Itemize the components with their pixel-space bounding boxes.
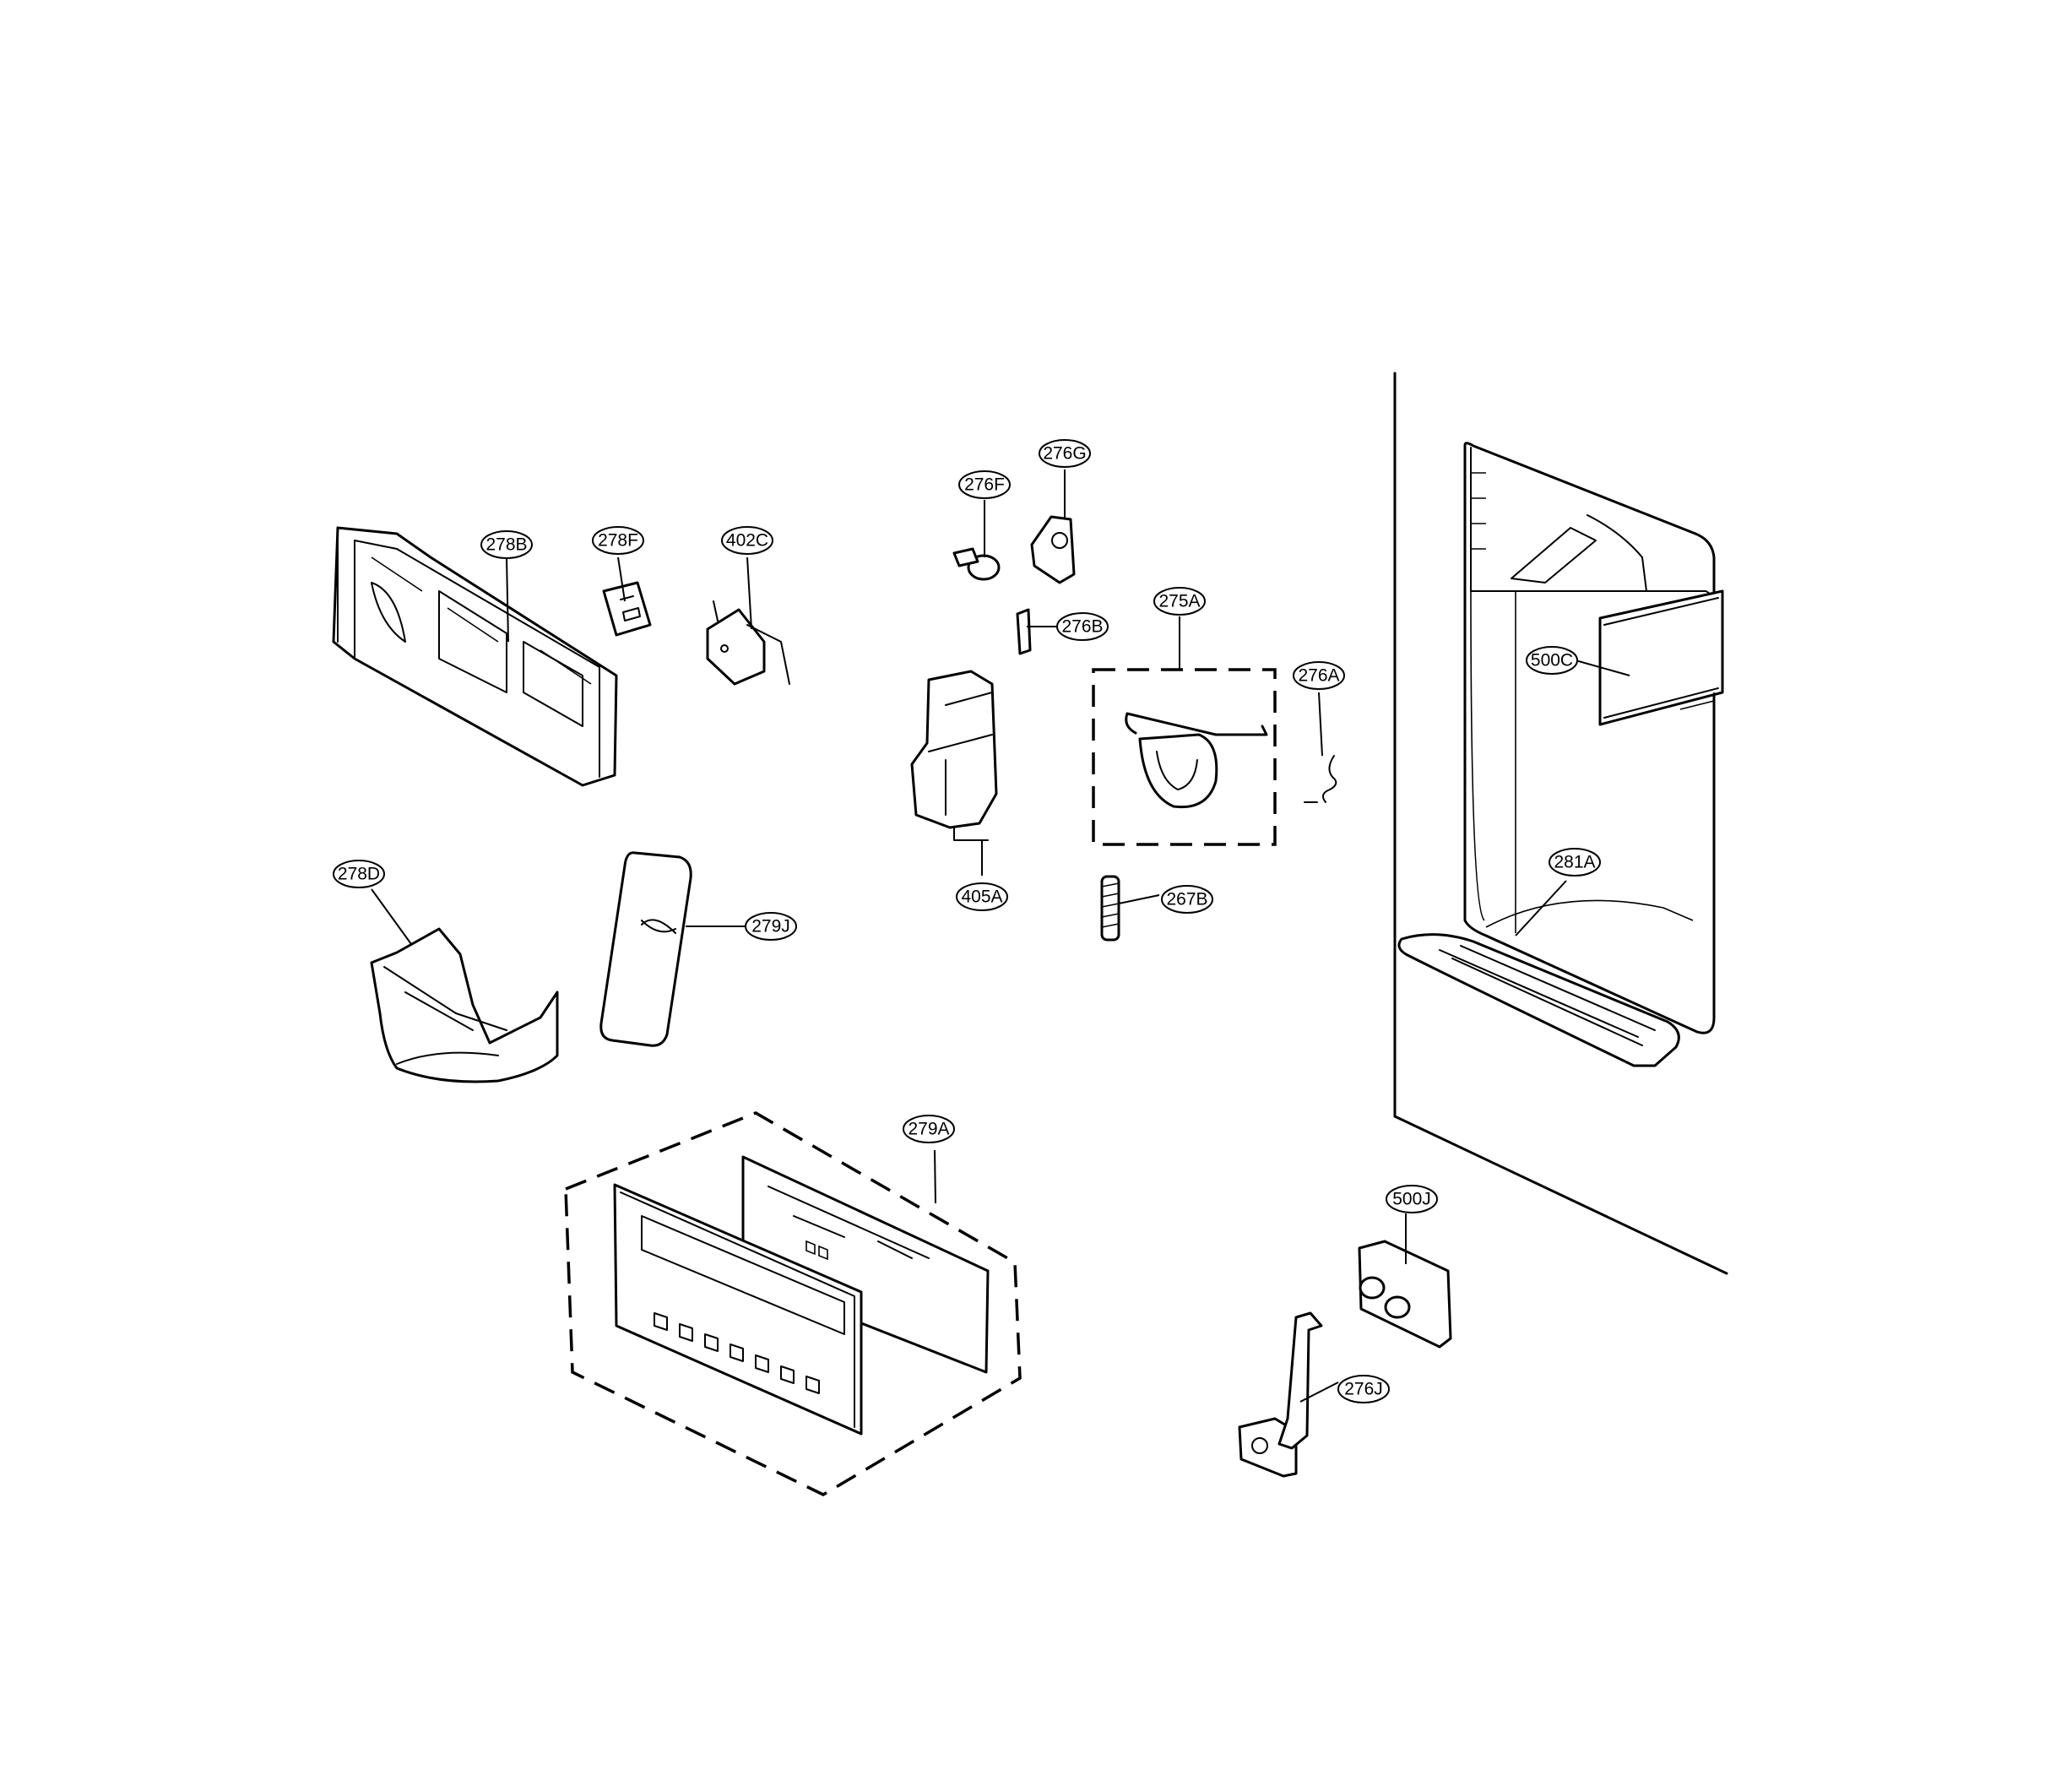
svg-text:500C: 500C — [1531, 651, 1573, 670]
svg-text:267B: 267B — [1166, 890, 1207, 909]
part-276g-bracket — [1030, 515, 1076, 584]
callout-276a: 276A — [1293, 661, 1345, 690]
callout-276b: 276B — [1056, 612, 1109, 641]
svg-text:276B: 276B — [1061, 617, 1103, 637]
svg-text:276A: 276A — [1298, 666, 1339, 686]
callout-278b: 278B — [480, 530, 533, 559]
svg-text:276G: 276G — [1043, 444, 1086, 464]
callout-500j: 500J — [1386, 1185, 1438, 1213]
callout-279a: 279A — [903, 1115, 955, 1143]
callout-279j: 279J — [745, 912, 797, 941]
callout-276f: 276F — [958, 470, 1011, 499]
svg-text:278B: 278B — [485, 535, 527, 555]
svg-text:275A: 275A — [1158, 592, 1200, 611]
callout-281a: 281A — [1549, 848, 1601, 877]
part-405a-solenoid-motor — [910, 670, 998, 841]
part-275a-flap-assembly — [1092, 668, 1277, 846]
callout-275a: 275A — [1153, 587, 1206, 616]
callout-278d: 278D — [333, 860, 385, 888]
part-279a-control-panel-assembly — [564, 1111, 1022, 1496]
part-276j-bracket-arm — [1238, 1311, 1323, 1478]
part-276b-clip — [1016, 608, 1032, 655]
svg-text:276F: 276F — [964, 475, 1005, 495]
svg-text:279J: 279J — [751, 917, 790, 936]
callout-402c: 402C — [721, 526, 773, 555]
part-278d-ice-chute — [370, 927, 559, 1083]
callout-276j: 276J — [1337, 1375, 1390, 1403]
svg-text:281A: 281A — [1554, 853, 1595, 872]
callout-405a: 405A — [956, 882, 1008, 911]
callout-278f: 278F — [592, 526, 644, 555]
part-278b-dispenser-housing — [332, 526, 618, 787]
part-402c-micro-switch — [706, 600, 790, 686]
callout-276g: 276G — [1039, 439, 1091, 468]
leader-lines — [371, 470, 1630, 1403]
part-267b-coil-spring — [1100, 875, 1120, 942]
svg-text:500J: 500J — [1392, 1190, 1431, 1209]
callout-500c: 500C — [1526, 646, 1578, 675]
svg-text:402C: 402C — [726, 531, 768, 551]
svg-text:276J: 276J — [1344, 1380, 1383, 1399]
svg-text:278F: 278F — [598, 531, 638, 551]
part-500c-pcb-board — [1598, 589, 1724, 726]
door-panel — [1393, 372, 1728, 1275]
part-276f-knob — [952, 547, 1001, 581]
part-279j-lever — [599, 851, 692, 1047]
part-281a-drip-tray — [1397, 933, 1680, 1067]
callout-267b: 267B — [1161, 885, 1213, 914]
part-500j-sensor-module — [1358, 1240, 1452, 1349]
svg-text:405A: 405A — [961, 888, 1002, 907]
svg-text:279A: 279A — [908, 1120, 949, 1139]
part-278f-cover-plate — [602, 581, 652, 637]
part-276a-spring — [1304, 755, 1337, 803]
svg-text:278D: 278D — [338, 865, 380, 884]
